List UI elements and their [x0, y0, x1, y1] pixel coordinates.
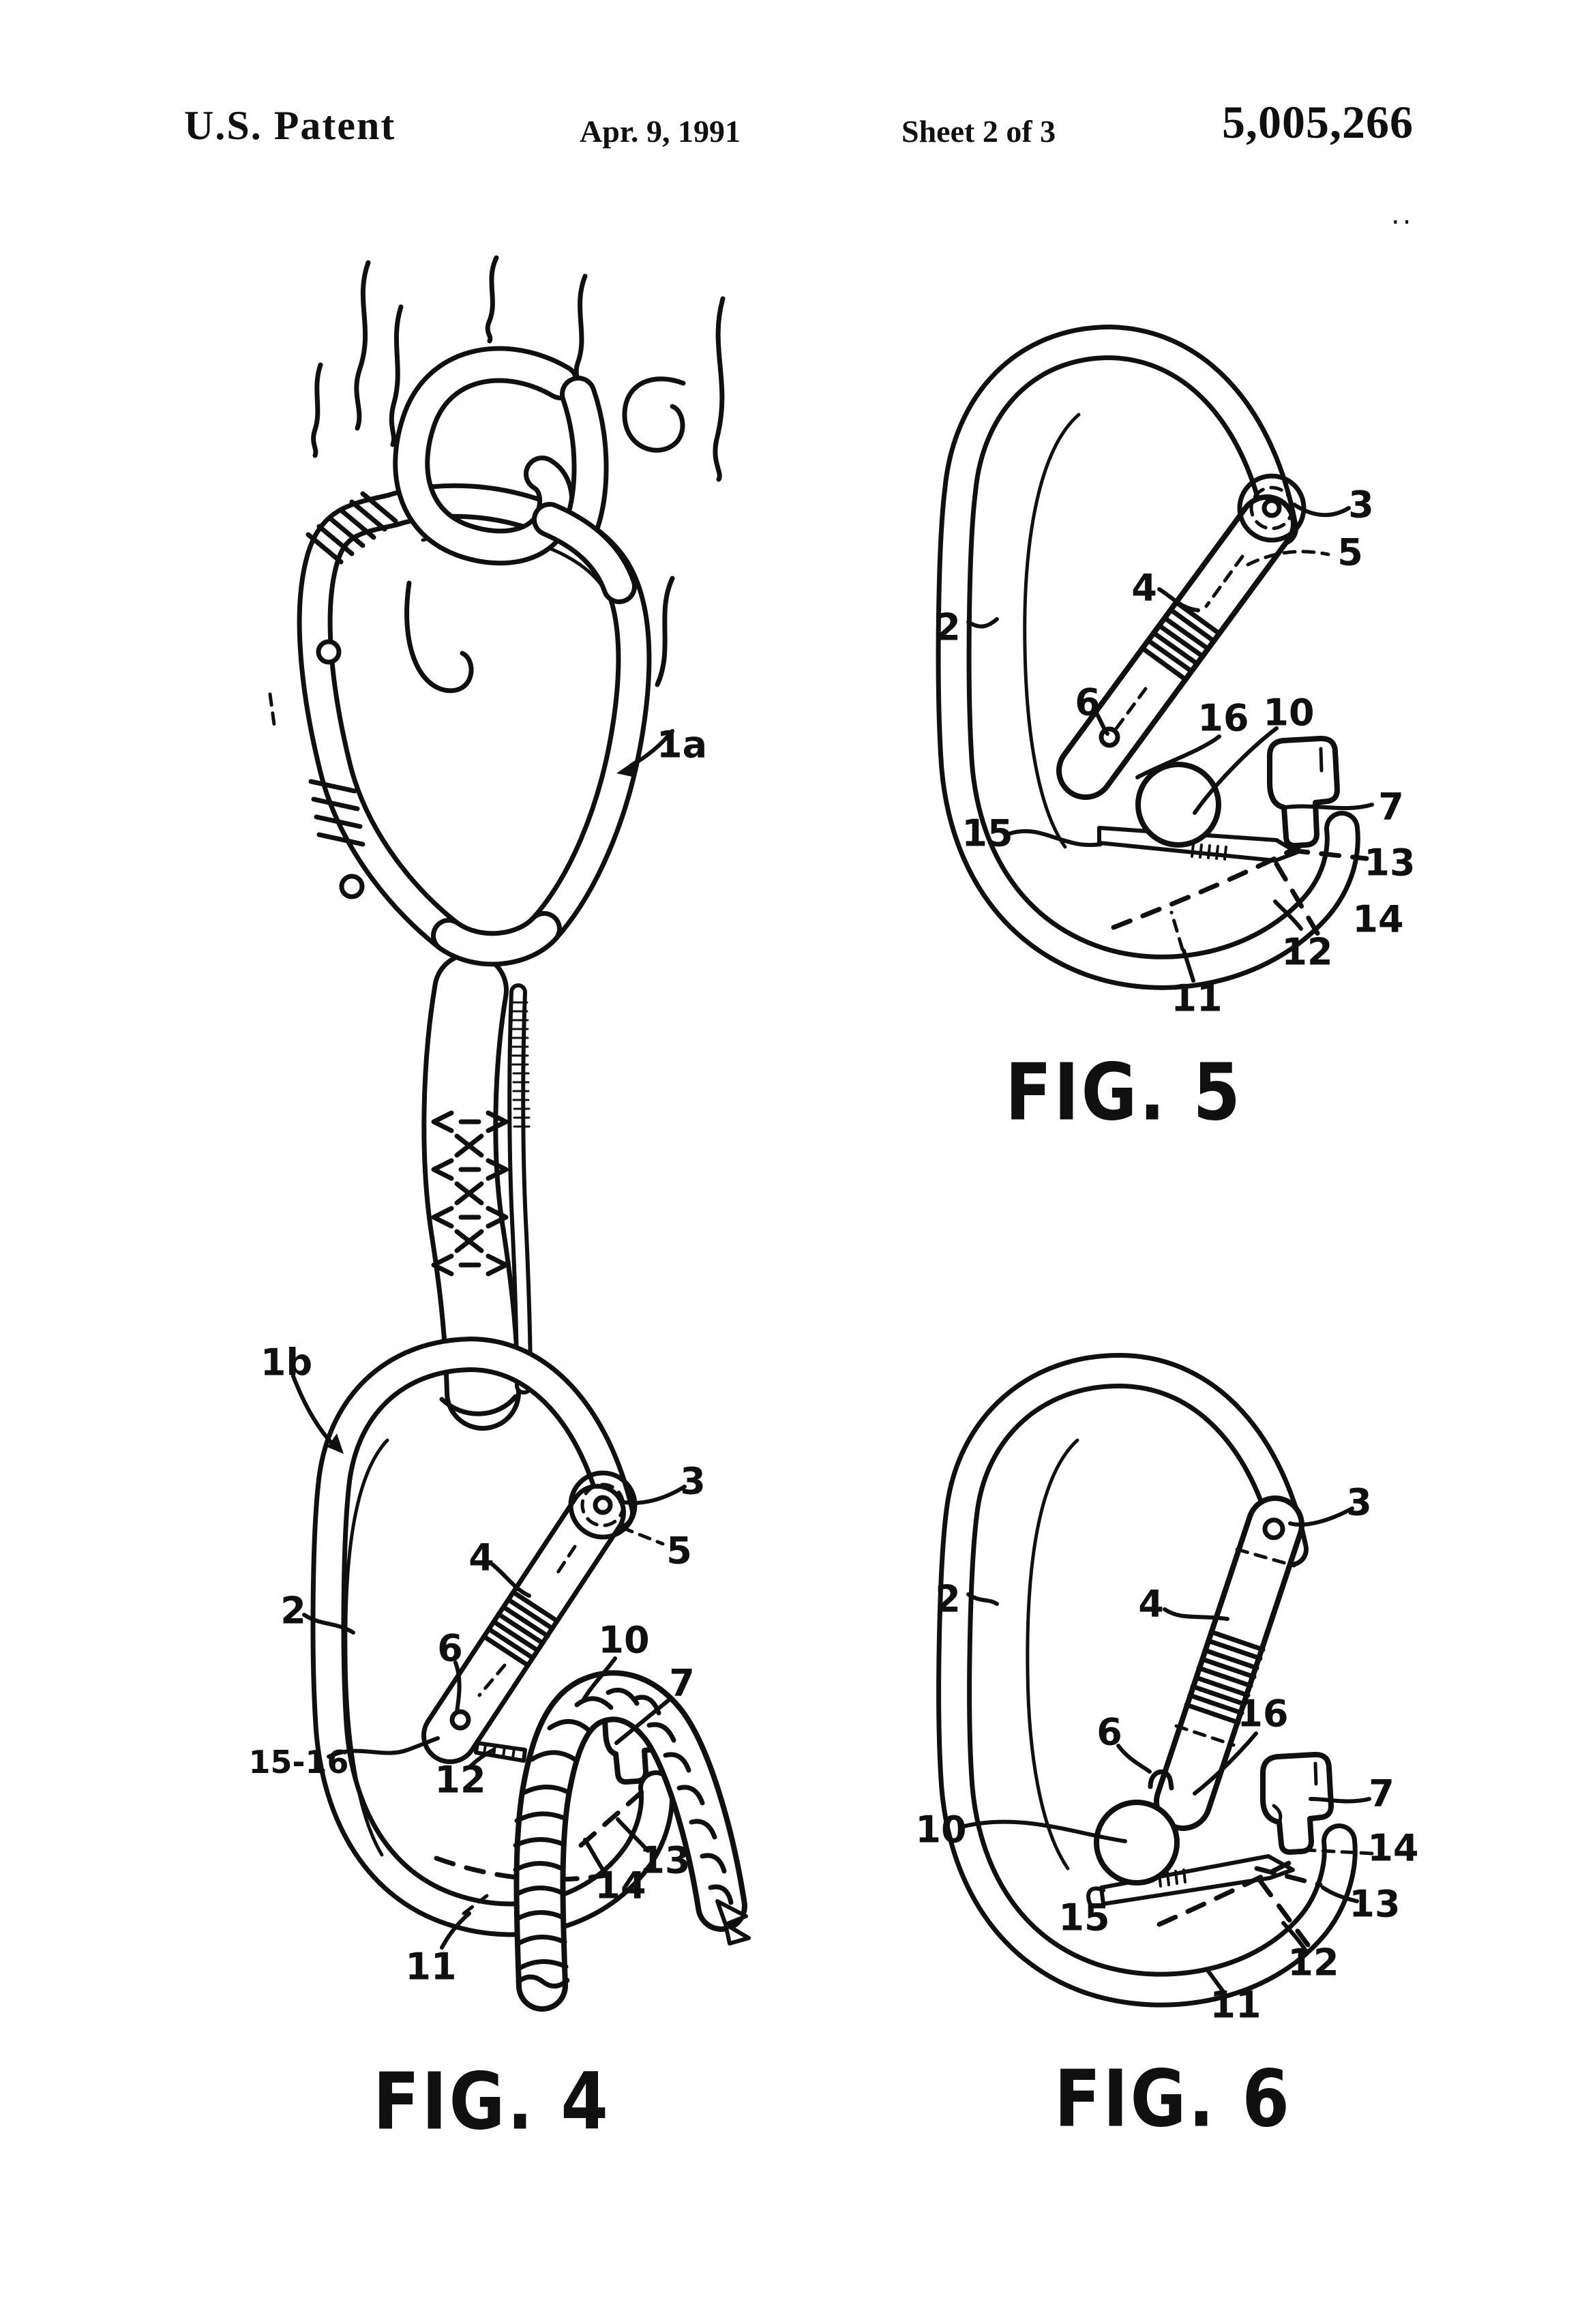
fig4-rope-break	[516, 1974, 570, 1988]
fig6-leader-lines	[962, 1506, 1374, 1995]
fig5-drawing	[954, 342, 1374, 983]
patent-date: Apr. 9, 1991	[580, 114, 741, 149]
fig4-rope-fray	[715, 1899, 751, 1946]
fig6-carabiner-body	[954, 1371, 1340, 1990]
ref-numeral-fig5-7: 7	[1378, 785, 1404, 829]
ref-numeral-fig6-12: 12	[1287, 1941, 1339, 1984]
scan-artifact-dots: ..	[1391, 199, 1414, 230]
fig6-rivet	[1262, 1517, 1285, 1540]
ref-numeral-fig4-10: 10	[598, 1618, 650, 1662]
patent-title: U.S. Patent	[184, 103, 396, 148]
ref-numeral-fig4-11: 11	[405, 1945, 457, 1988]
ref-numeral-fig5-6: 6	[1075, 681, 1101, 724]
patent-number: 5,005,266	[1222, 96, 1414, 148]
fig6-gate-notch	[1148, 1769, 1174, 1791]
ref-numeral-fig4-7: 7	[669, 1661, 695, 1705]
fig4-leader-lines	[291, 729, 687, 1950]
fig4-rope	[513, 1690, 751, 1988]
ref-numeral-fig6-7: 7	[1369, 1772, 1394, 1815]
ref-numeral-fig5-12: 12	[1281, 930, 1333, 974]
fig6-drawing	[954, 1371, 1374, 1995]
fig6-hidden-lines	[1156, 1855, 1323, 1948]
ref-numeral-fig6-6: 6	[1096, 1710, 1122, 1754]
fig5-hidden-lines	[1111, 550, 1369, 951]
ref-numeral-fig6-4: 4	[1138, 1582, 1164, 1626]
ref-numeral-fig6-14: 14	[1367, 1826, 1419, 1870]
ref-numeral-fig5-10: 10	[1263, 691, 1315, 734]
ref-numeral-fig4-14: 14	[595, 1864, 646, 1907]
ref-numeral-fig5-2: 2	[935, 606, 961, 649]
ref-numeral-fig6-16: 16	[1237, 1692, 1289, 1735]
ref-numeral-fig6-2: 2	[935, 1577, 961, 1621]
ref-numeral-fig6-3: 3	[1346, 1480, 1372, 1524]
fig4-stitch-pattern	[431, 1110, 509, 1277]
ref-numeral-fig4-5: 5	[666, 1529, 692, 1573]
fig5-caption: FIG. 5	[1005, 1046, 1242, 1139]
fig5-carabiner-body	[954, 342, 1343, 972]
ref-numeral-fig6-15: 15	[1058, 1896, 1110, 1939]
fig4-drawing	[268, 255, 751, 1988]
ref-numeral-fig5-3: 3	[1348, 483, 1374, 526]
fig6-gate	[1148, 1517, 1294, 1802]
ref-numeral-fig6-11: 11	[1210, 1983, 1262, 2027]
fig4-pivot-rivet	[568, 1470, 638, 1540]
fig4-rock-squiggles	[311, 255, 726, 687]
fig6-catch	[1260, 1751, 1334, 1855]
ref-numeral-fig6-10: 10	[915, 1808, 967, 1851]
fig4-hidden-lines	[434, 1785, 649, 1916]
ref-numeral-fig5-16: 16	[1197, 696, 1249, 740]
ref-numeral-fig5-5: 5	[1337, 531, 1363, 574]
ref-numeral-fig6-13: 13	[1349, 1882, 1401, 1926]
sheet-number: Sheet 2 of 3	[901, 114, 1056, 149]
ref-numeral-fig4-6: 6	[437, 1626, 463, 1670]
ref-numeral-fig4-13: 13	[639, 1838, 691, 1882]
fig4-caption: FIG. 4	[373, 2055, 610, 2148]
fig5-latch-hatch	[1191, 843, 1227, 861]
ref-numeral-fig4-12: 12	[434, 1758, 486, 1802]
ref-numeral-fig4-2: 2	[280, 1589, 306, 1633]
ref-numeral-fig5-14: 14	[1352, 897, 1404, 941]
fig5-leader-lines	[966, 503, 1374, 983]
ref-numeral-fig4-3: 3	[680, 1459, 706, 1503]
fig6-roller-ball	[1094, 1800, 1180, 1886]
fig5-roller-ball	[1135, 762, 1221, 848]
fig5-catch	[1267, 735, 1340, 848]
ref-numeral-fig5-13: 13	[1364, 841, 1416, 884]
ref-numeral-fig4-4: 4	[468, 1536, 494, 1579]
ref-numeral-fig5-11: 11	[1171, 977, 1223, 1020]
ref-numeral-fig4-15-16: 15-16	[248, 1744, 349, 1781]
ref-numeral-fig4-1a: 1a	[656, 723, 708, 766]
fig4-top-gate-details	[268, 491, 398, 899]
fig6-caption: FIG. 6	[1054, 2053, 1292, 2145]
fig6-latch-hatch	[1158, 1868, 1186, 1888]
fig6-latch	[1099, 1854, 1295, 1906]
fig4-webbing-sling	[434, 990, 529, 1392]
ref-numeral-fig5-15: 15	[961, 811, 1013, 855]
ref-numeral-fig5-4: 4	[1131, 566, 1157, 610]
fig4-gate-details	[449, 1545, 577, 1731]
ref-numeral-fig4-1b: 1b	[260, 1341, 313, 1384]
fig5-latch	[1097, 826, 1299, 863]
